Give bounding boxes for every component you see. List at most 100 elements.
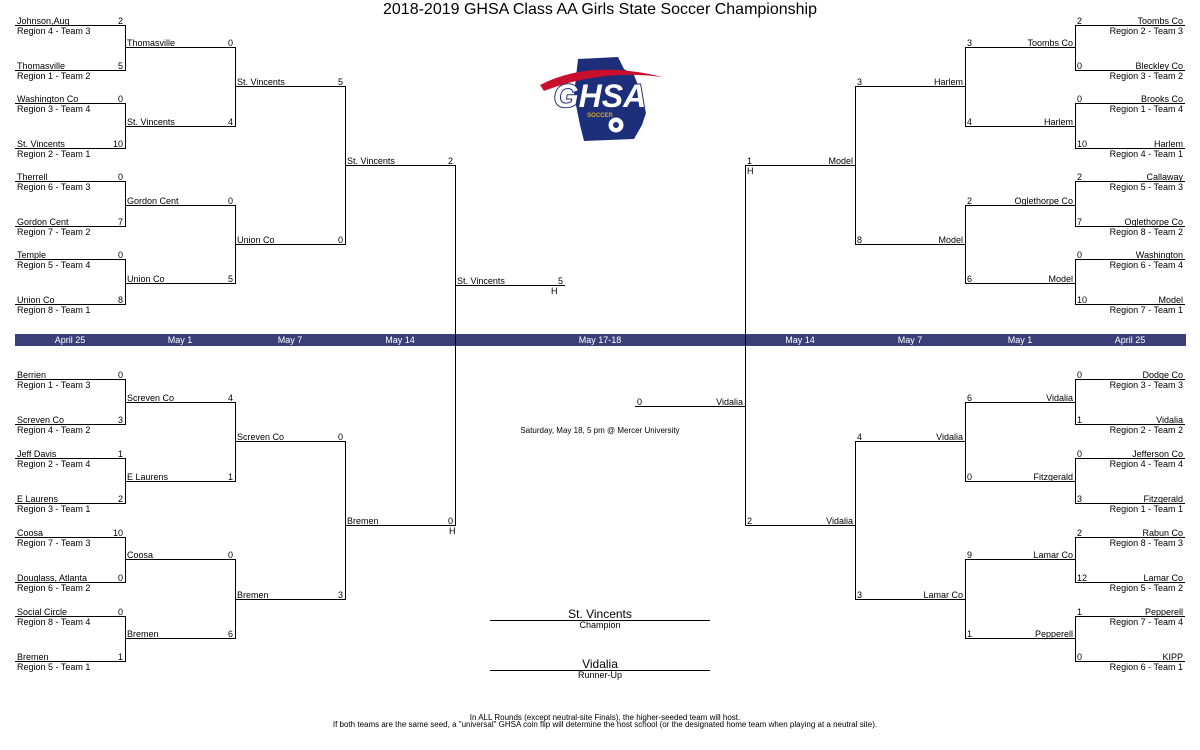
team-region: Region 8 - Team 3 [1109,538,1183,548]
team-score: 0 [117,370,123,380]
bracket-line [1075,379,1076,425]
team-name: Thomasville [127,38,176,48]
team-name: Model [828,156,853,166]
team-region: Region 4 - Team 4 [1109,459,1183,469]
team-name: Lamar Co [1033,550,1073,560]
bracket-line [965,47,1075,48]
team-name: Vidalia [1046,393,1073,403]
team-score: 4 [227,393,233,403]
team-name: Rabun Co [1142,528,1183,538]
bracket-line [15,537,125,538]
bracket-line [965,559,966,639]
team-region: Region 6 - Team 2 [17,583,91,593]
bracket-line [345,525,455,526]
round-date-label: May 7 [277,335,303,345]
team-name: Union Co [17,295,55,305]
team-name: Oglethorpe Co [1124,217,1183,227]
team-score: 8 [857,235,863,245]
bracket-line [965,47,966,127]
team-region: Region 8 - Team 4 [17,617,91,627]
team-region: Region 6 - Team 4 [1109,260,1183,270]
bracket-line [1075,25,1076,71]
team-region: Region 5 - Team 3 [1109,182,1183,192]
bracket-line [125,283,235,284]
round-date-label: May 1 [167,335,193,345]
footer-note-2: If both teams are the same seed, a "univ… [332,720,878,729]
bracket-line [1075,259,1076,305]
team-score: 10 [1077,139,1088,149]
finalist-score: 0 [637,397,643,407]
runner-up-label: Runner-Up [577,670,623,680]
bracket-line [855,244,965,245]
team-name: Lamar Co [923,590,963,600]
team-region: Region 4 - Team 3 [17,26,91,36]
team-score: 12 [1077,573,1088,583]
bracket-line [965,126,1075,127]
bracket-line [1075,259,1185,260]
team-score: 4 [857,432,863,442]
team-name: St. Vincents [347,156,395,166]
bracket-line [1075,103,1076,149]
team-region: Region 7 - Team 2 [17,227,91,237]
team-name: Berrien [17,370,47,380]
bracket-line [965,638,1075,639]
bracket-line [235,599,345,600]
bracket-line [1075,503,1185,504]
bracket-line [125,25,126,71]
bracket-line [235,86,345,87]
bracket-line [15,458,125,459]
bracket-line [235,441,345,442]
team-region: Region 1 - Team 3 [17,380,91,390]
team-name: Jefferson Co [1132,449,1183,459]
team-score: 6 [967,393,973,403]
team-region: Region 4 - Team 2 [17,425,91,435]
team-score: 4 [227,117,233,127]
team-score: 2 [1077,172,1083,182]
champion-line [490,620,710,621]
bracket-line [1075,582,1185,583]
team-region: Region 7 - Team 1 [1109,305,1183,315]
team-score: 2 [117,16,123,26]
georgia-state-shape [574,57,646,141]
bracket-line [15,424,125,425]
runner-up-line [490,670,710,671]
team-score: 7 [1077,217,1083,227]
team-region: Region 2 - Team 3 [1109,26,1183,36]
bracket-line [1075,304,1185,305]
logo-swoosh [540,69,662,91]
finalist-name: Vidalia [716,397,743,407]
team-name: Johnson,Aug [17,16,70,26]
bracket-line [1075,616,1076,662]
team-score: 0 [117,172,123,182]
bracket-line [1075,181,1076,227]
bracket-line [15,181,125,182]
team-name: Vidalia [1156,415,1183,425]
team-score: 0 [1077,61,1083,71]
team-name: Thomasville [17,61,66,71]
round-date-label: April 25 [54,335,86,345]
team-score: 0 [1077,652,1083,662]
team-name: Bremen [347,516,379,526]
team-name: Therrell [17,172,48,182]
team-name: Gordon Cent [127,196,179,206]
bracket-line [1075,379,1185,380]
bracket-line [125,259,126,305]
team-region: Region 2 - Team 1 [17,149,91,159]
bracket-line [965,402,1075,403]
team-score: 4 [967,117,973,127]
team-region: Region 7 - Team 4 [1109,617,1183,627]
team-score: 6 [967,274,973,284]
team-name: Fitzgerald [1143,494,1183,504]
team-score: 0 [1077,370,1083,380]
team-name: Coosa [17,528,44,538]
team-name: Lamar Co [1143,573,1183,583]
team-score: 10 [112,528,123,538]
bracket-line [1075,70,1185,71]
bracket-line [15,70,125,71]
bracket-line [745,165,855,166]
team-score: 1 [967,629,973,639]
bracket-line [965,205,1075,206]
team-name: Fitzgerald [1033,472,1073,482]
team-name: Dodge Co [1142,370,1183,380]
team-name: Bremen [127,629,159,639]
